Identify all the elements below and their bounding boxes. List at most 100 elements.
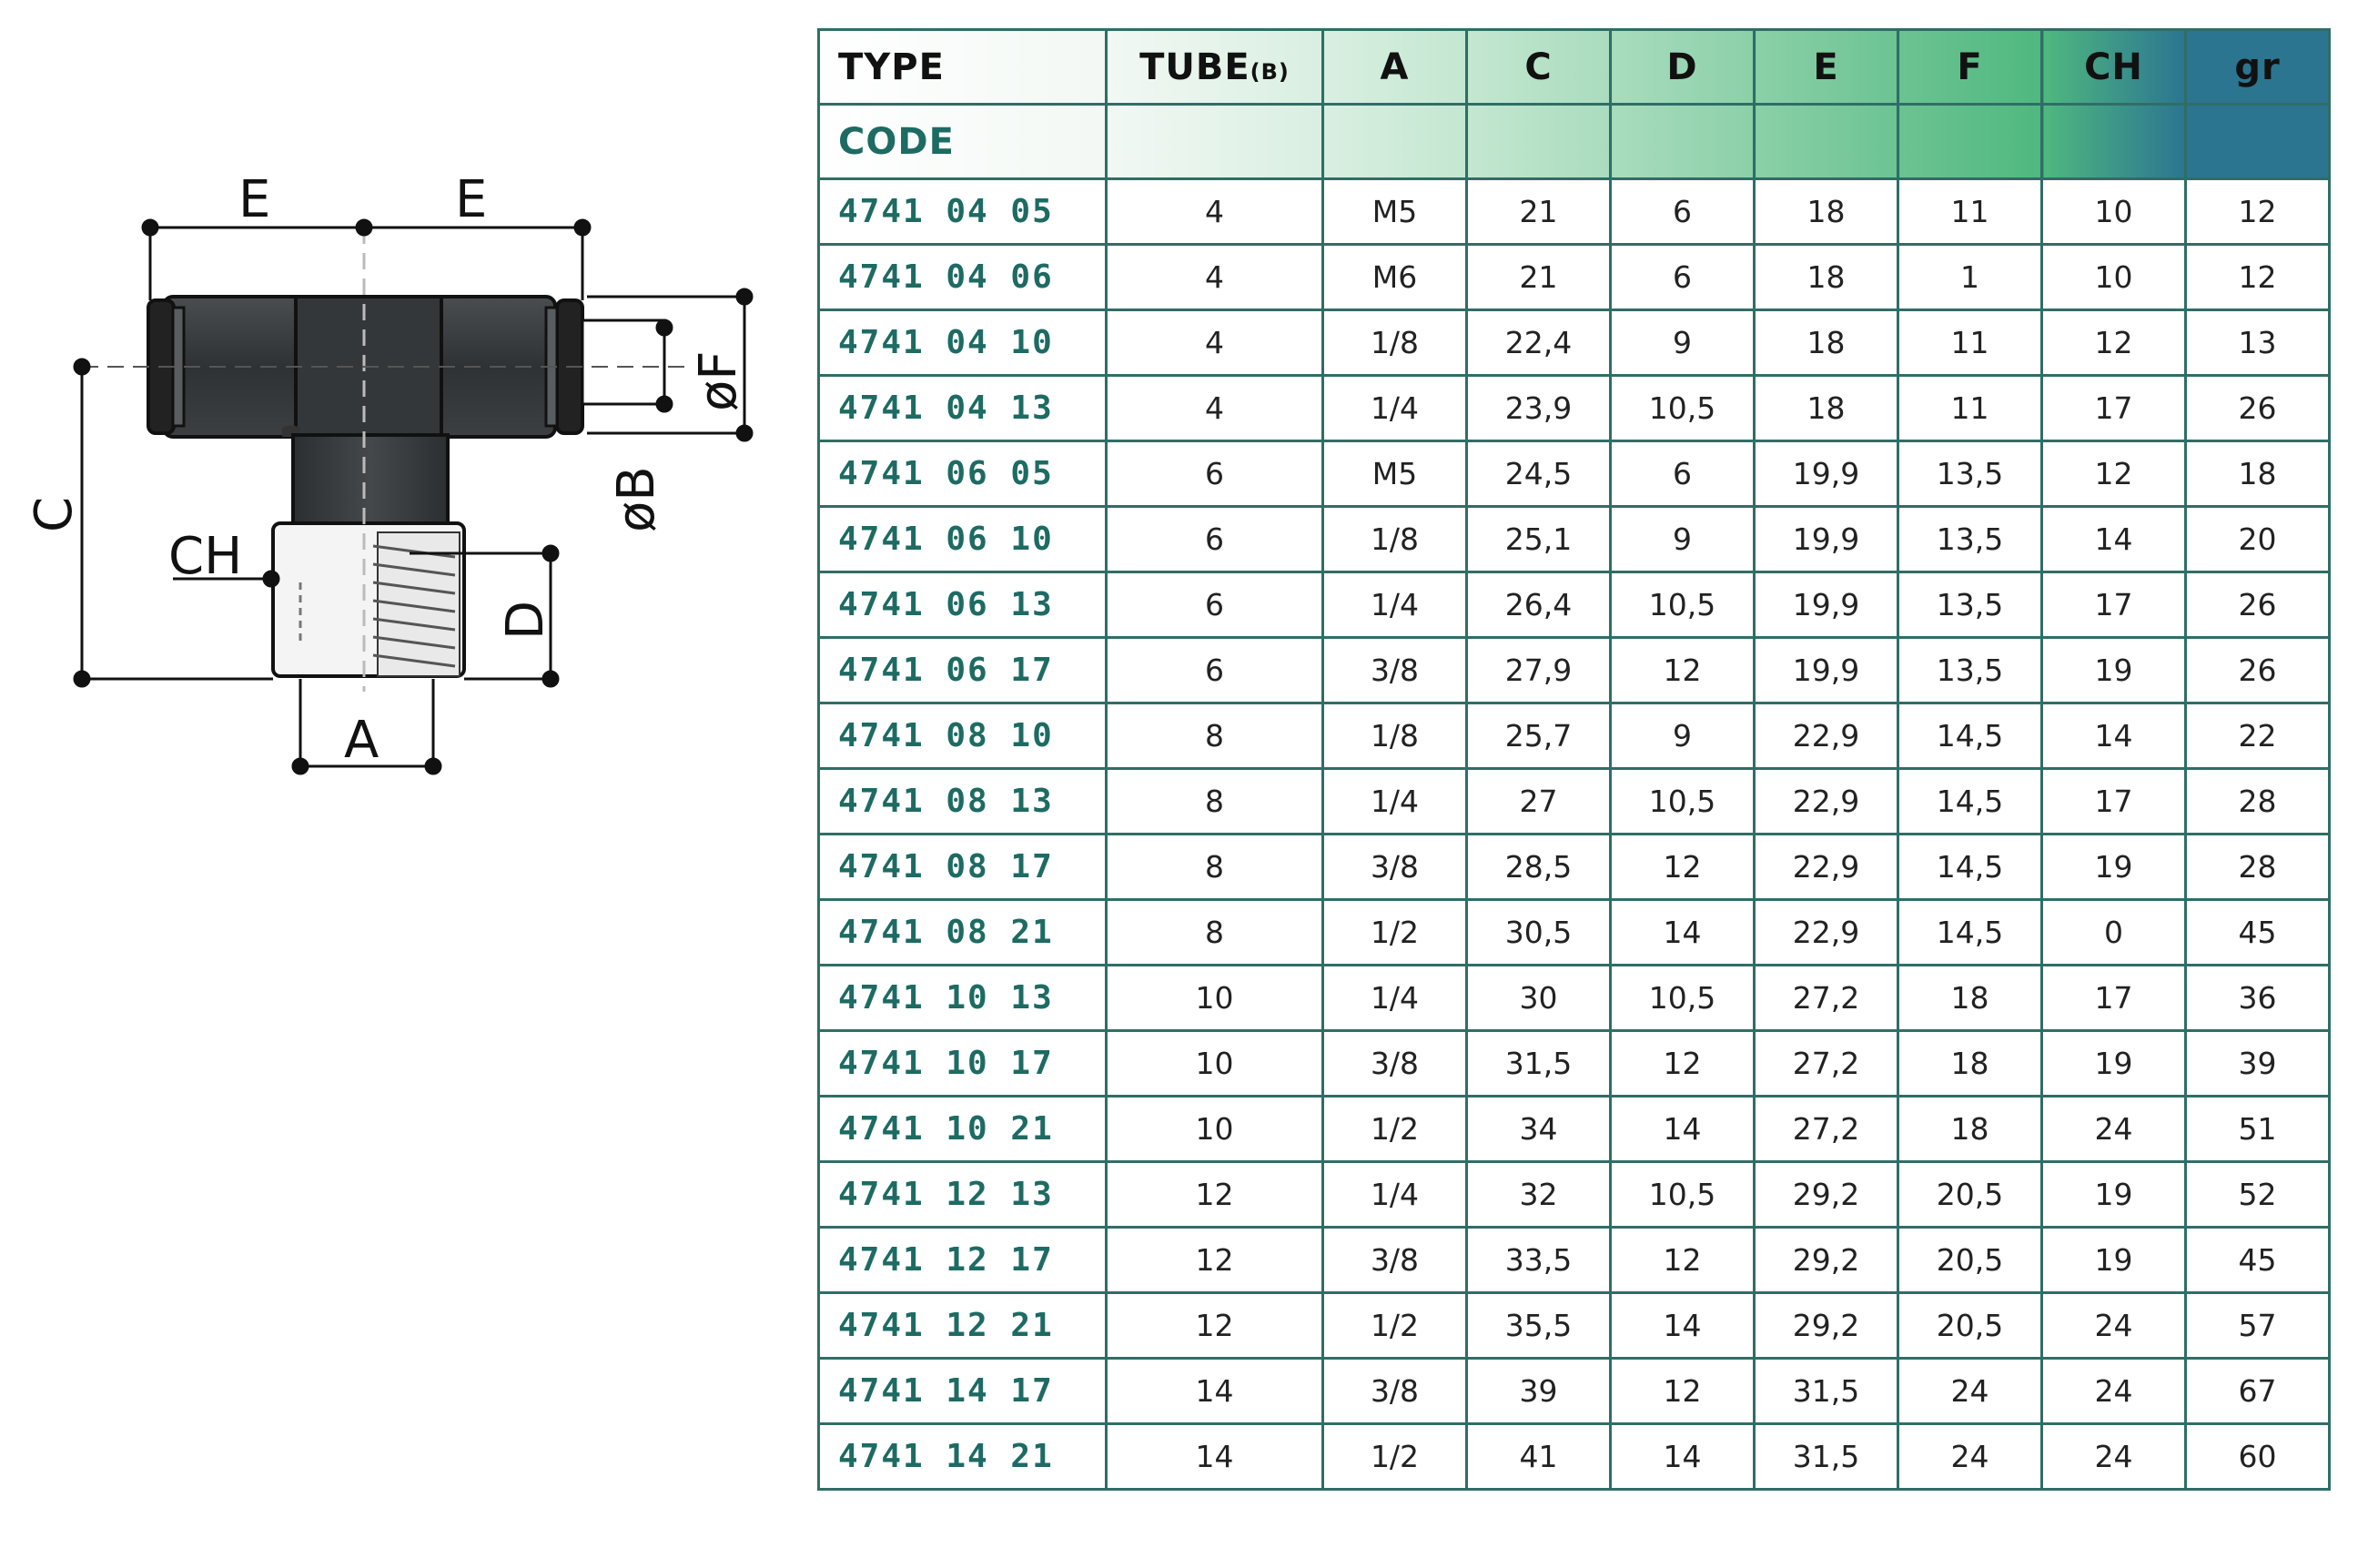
cell-code: 4741 10 13 (817, 964, 1108, 1032)
cell-ch: 14 (2040, 505, 2187, 573)
cell-ch: 19 (2040, 1226, 2187, 1294)
header-ch: CH (2040, 28, 2187, 106)
cell-f: 11 (1897, 309, 2043, 377)
cell-d: 14 (1609, 898, 1756, 966)
header-blank (1897, 103, 2043, 180)
header-tube-label: TUBE (1139, 46, 1250, 88)
cell-tube: 6 (1105, 505, 1324, 573)
cell-f: 18 (1897, 1029, 2043, 1098)
cell-d: 14 (1609, 1095, 1756, 1163)
cell-a: 1/2 (1321, 1422, 1468, 1491)
cell-e: 27,2 (1753, 1029, 1899, 1098)
cell-c: 30,5 (1465, 898, 1612, 966)
cell-gr: 18 (2184, 440, 2331, 508)
cell-f: 13,5 (1897, 505, 2043, 573)
cell-f: 18 (1897, 1095, 2043, 1163)
cell-c: 26,4 (1465, 571, 1612, 639)
cell-gr: 26 (2184, 636, 2331, 704)
cell-tube: 4 (1105, 243, 1324, 311)
cell-ch: 24 (2040, 1422, 2187, 1491)
fitting-body (82, 228, 692, 692)
cell-e: 18 (1753, 374, 1899, 442)
cell-c: 32 (1465, 1160, 1612, 1229)
cell-e: 27,2 (1753, 1095, 1899, 1163)
cell-e: 18 (1753, 309, 1899, 377)
cell-e: 19,9 (1753, 636, 1899, 704)
cell-f: 14,5 (1897, 833, 2043, 901)
dim-label-e-right: E (455, 170, 487, 229)
dim-label-c: C (25, 497, 84, 532)
cell-gr: 22 (2184, 702, 2331, 770)
cell-a: 1/4 (1321, 374, 1468, 442)
cell-c: 41 (1465, 1422, 1612, 1491)
cell-d: 12 (1609, 1357, 1756, 1425)
cell-code: 4741 08 21 (817, 898, 1108, 966)
dim-label-d: D (496, 601, 555, 640)
header-tube: TUBE(B) (1105, 28, 1324, 106)
header-tube-sub: (B) (1250, 58, 1290, 85)
cell-d: 6 (1609, 440, 1756, 508)
cell-d: 10,5 (1609, 571, 1756, 639)
cell-code: 4741 08 10 (817, 702, 1108, 770)
cell-a: 1/8 (1321, 702, 1468, 770)
cell-code: 4741 12 17 (817, 1226, 1108, 1294)
cell-d: 10,5 (1609, 767, 1756, 835)
cell-a: 1/8 (1321, 309, 1468, 377)
cell-d: 14 (1609, 1291, 1756, 1360)
header-blank (1105, 103, 1324, 180)
dim-label-f: øF (689, 351, 748, 411)
cell-ch: 17 (2040, 964, 2187, 1032)
cell-ch: 17 (2040, 374, 2187, 442)
header-f: F (1897, 28, 2043, 106)
cell-code: 4741 04 05 (817, 177, 1108, 246)
cell-f: 20,5 (1897, 1160, 2043, 1229)
cell-c: 31,5 (1465, 1029, 1612, 1098)
header-c: C (1465, 28, 1612, 106)
cell-tube: 12 (1105, 1226, 1324, 1294)
cell-d: 12 (1609, 636, 1756, 704)
cell-d: 6 (1609, 243, 1756, 311)
cell-d: 9 (1609, 702, 1756, 770)
header-row: TYPE TUBE(B) A C D E F CH gr (817, 28, 2331, 106)
cell-e: 22,9 (1753, 833, 1899, 901)
cell-gr: 45 (2184, 898, 2331, 966)
cell-c: 30 (1465, 964, 1612, 1032)
header-blank (2184, 103, 2331, 180)
cell-gr: 36 (2184, 964, 2331, 1032)
cell-e: 19,9 (1753, 505, 1899, 573)
cell-f: 11 (1897, 177, 2043, 246)
cell-tube: 14 (1105, 1357, 1324, 1425)
cell-gr: 12 (2184, 177, 2331, 246)
cell-c: 27,9 (1465, 636, 1612, 704)
cell-gr: 67 (2184, 1357, 2331, 1425)
header-a: A (1321, 28, 1468, 106)
cell-c: 28,5 (1465, 833, 1612, 901)
cell-f: 13,5 (1897, 571, 2043, 639)
cell-a: M6 (1321, 243, 1468, 311)
cell-code: 4741 12 13 (817, 1160, 1108, 1229)
cell-ch: 12 (2040, 440, 2187, 508)
cell-f: 20,5 (1897, 1291, 2043, 1360)
cell-gr: 57 (2184, 1291, 2331, 1360)
cell-ch: 24 (2040, 1095, 2187, 1163)
cell-ch: 14 (2040, 702, 2187, 770)
cell-a: M5 (1321, 440, 1468, 508)
cell-code: 4741 14 21 (817, 1422, 1108, 1491)
cell-gr: 39 (2184, 1029, 2331, 1098)
cell-d: 6 (1609, 177, 1756, 246)
cell-c: 34 (1465, 1095, 1612, 1163)
cell-tube: 10 (1105, 964, 1324, 1032)
cell-ch: 12 (2040, 309, 2187, 377)
cell-ch: 24 (2040, 1291, 2187, 1360)
cell-code: 4741 06 05 (817, 440, 1108, 508)
